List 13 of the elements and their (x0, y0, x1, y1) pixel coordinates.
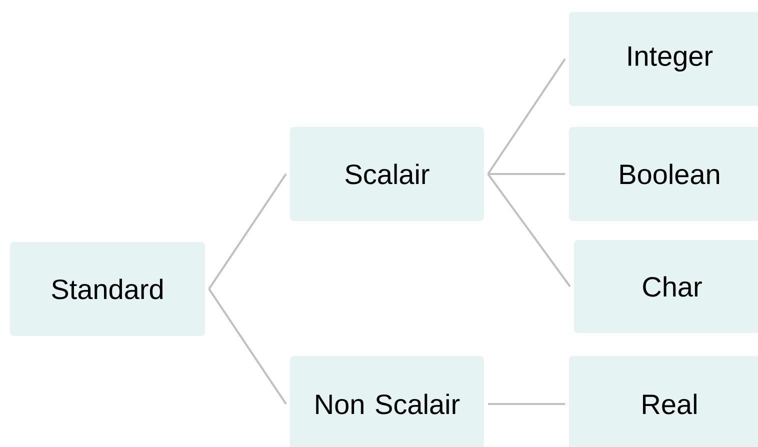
connector-line (487, 173, 571, 288)
connector-line (488, 402, 565, 405)
category-box: Integer (569, 12, 758, 106)
connector-line (487, 58, 566, 175)
connector-line (488, 173, 565, 175)
category-box: Non Scalair (290, 356, 484, 447)
connector-line (208, 173, 287, 290)
connector-line (208, 288, 287, 405)
category-box: Char (574, 240, 758, 333)
category-box: Scalair (290, 127, 484, 221)
category-box: Standard (10, 242, 205, 336)
category-box: Real (569, 356, 758, 447)
category-box: Boolean (569, 127, 758, 221)
